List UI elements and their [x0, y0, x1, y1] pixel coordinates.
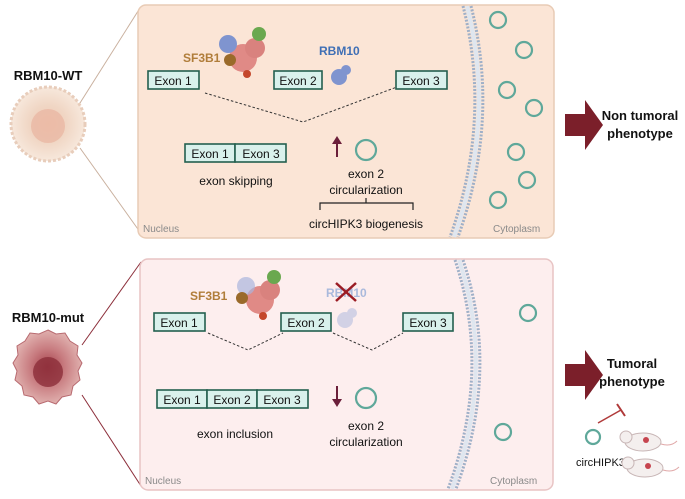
cell-icon	[9, 85, 87, 163]
exon-1-label: Exon 1	[154, 74, 192, 88]
inhibition-icon	[597, 403, 626, 424]
circrna-icon	[354, 138, 378, 162]
circrna-icon	[488, 10, 544, 210]
mut-label: RBM10-mut	[12, 310, 85, 325]
exon-2-label: Exon 2	[279, 74, 317, 88]
exon-1	[147, 70, 200, 90]
exon-1	[153, 312, 206, 332]
bracket	[319, 198, 414, 210]
rbm10-protein-icon	[331, 65, 351, 85]
rbm10-protein-icon	[337, 308, 357, 328]
exon-3	[395, 70, 448, 90]
exon-3-label: Exon 3	[409, 316, 447, 330]
arrow-up-icon	[332, 136, 342, 157]
cell-icon	[12, 329, 83, 405]
sf3b1-protein-icon	[219, 27, 266, 78]
outcome-line1: Non tumoral	[602, 108, 679, 123]
product-exon-3-label: Exon 3	[263, 393, 301, 407]
wt-label: RBM10-WT	[14, 68, 83, 83]
splice-junction	[332, 332, 404, 351]
arrow-right-icon	[565, 350, 603, 400]
sf3b1-protein-icon	[236, 270, 281, 320]
circrna-icon	[493, 303, 538, 442]
wt-section: RBM10-WT SF3B1 RBM10 Exon 1	[9, 4, 679, 239]
product-exon-2-label: Exon 2	[213, 393, 251, 407]
arrow-down-icon	[332, 386, 342, 407]
exon-2	[280, 312, 332, 332]
outcome-line2: phenotype	[599, 374, 665, 389]
biogenesis-label: circHIPK3 biogenesis	[309, 217, 423, 231]
splice-junction	[207, 332, 284, 351]
mut-section: RBM10-mut SF3B1 RBM10	[12, 258, 680, 491]
exon-3-label: Exon 3	[402, 74, 440, 88]
circrna-icon	[354, 386, 378, 410]
sf3b1-label: SF3B1	[190, 289, 228, 303]
circ-line1: exon 2	[348, 167, 384, 181]
product-exon-1-label: Exon 1	[191, 147, 229, 161]
mouse-icon	[619, 430, 680, 478]
nucleus-label: Nucleus	[143, 224, 179, 235]
circ-line2: circularization	[329, 435, 402, 449]
cytoplasm-label: Cytoplasm	[490, 476, 537, 487]
nucleus-label: Nucleus	[145, 476, 181, 487]
membrane-icon	[448, 5, 485, 238]
exon-3	[402, 312, 454, 332]
outcome-line1: Tumoral	[607, 356, 657, 371]
outcome-line2: phenotype	[607, 126, 673, 141]
membrane-icon	[446, 259, 482, 490]
product-exon-3-label: Exon 3	[242, 147, 280, 161]
circrna-icon	[584, 428, 602, 446]
exon-2	[273, 70, 323, 90]
arrow-right-icon	[565, 100, 603, 150]
exon-inclusion-label: exon inclusion	[197, 427, 273, 441]
circhipk3-label: circHIPK3	[576, 457, 625, 469]
product-exon-3	[234, 143, 287, 163]
product-exon-3	[256, 389, 309, 409]
product-exon-1-label: Exon 1	[163, 393, 201, 407]
exon-2-label: Exon 2	[287, 316, 325, 330]
exon-skipping-label: exon skipping	[199, 174, 272, 188]
circ-line1: exon 2	[348, 419, 384, 433]
sf3b1-label: SF3B1	[183, 51, 221, 65]
cytoplasm-label: Cytoplasm	[493, 224, 540, 235]
cross-icon	[335, 282, 357, 302]
circ-line2: circularization	[329, 183, 402, 197]
rbm10-label: RBM10	[319, 44, 360, 58]
exon-1-label: Exon 1	[160, 316, 198, 330]
